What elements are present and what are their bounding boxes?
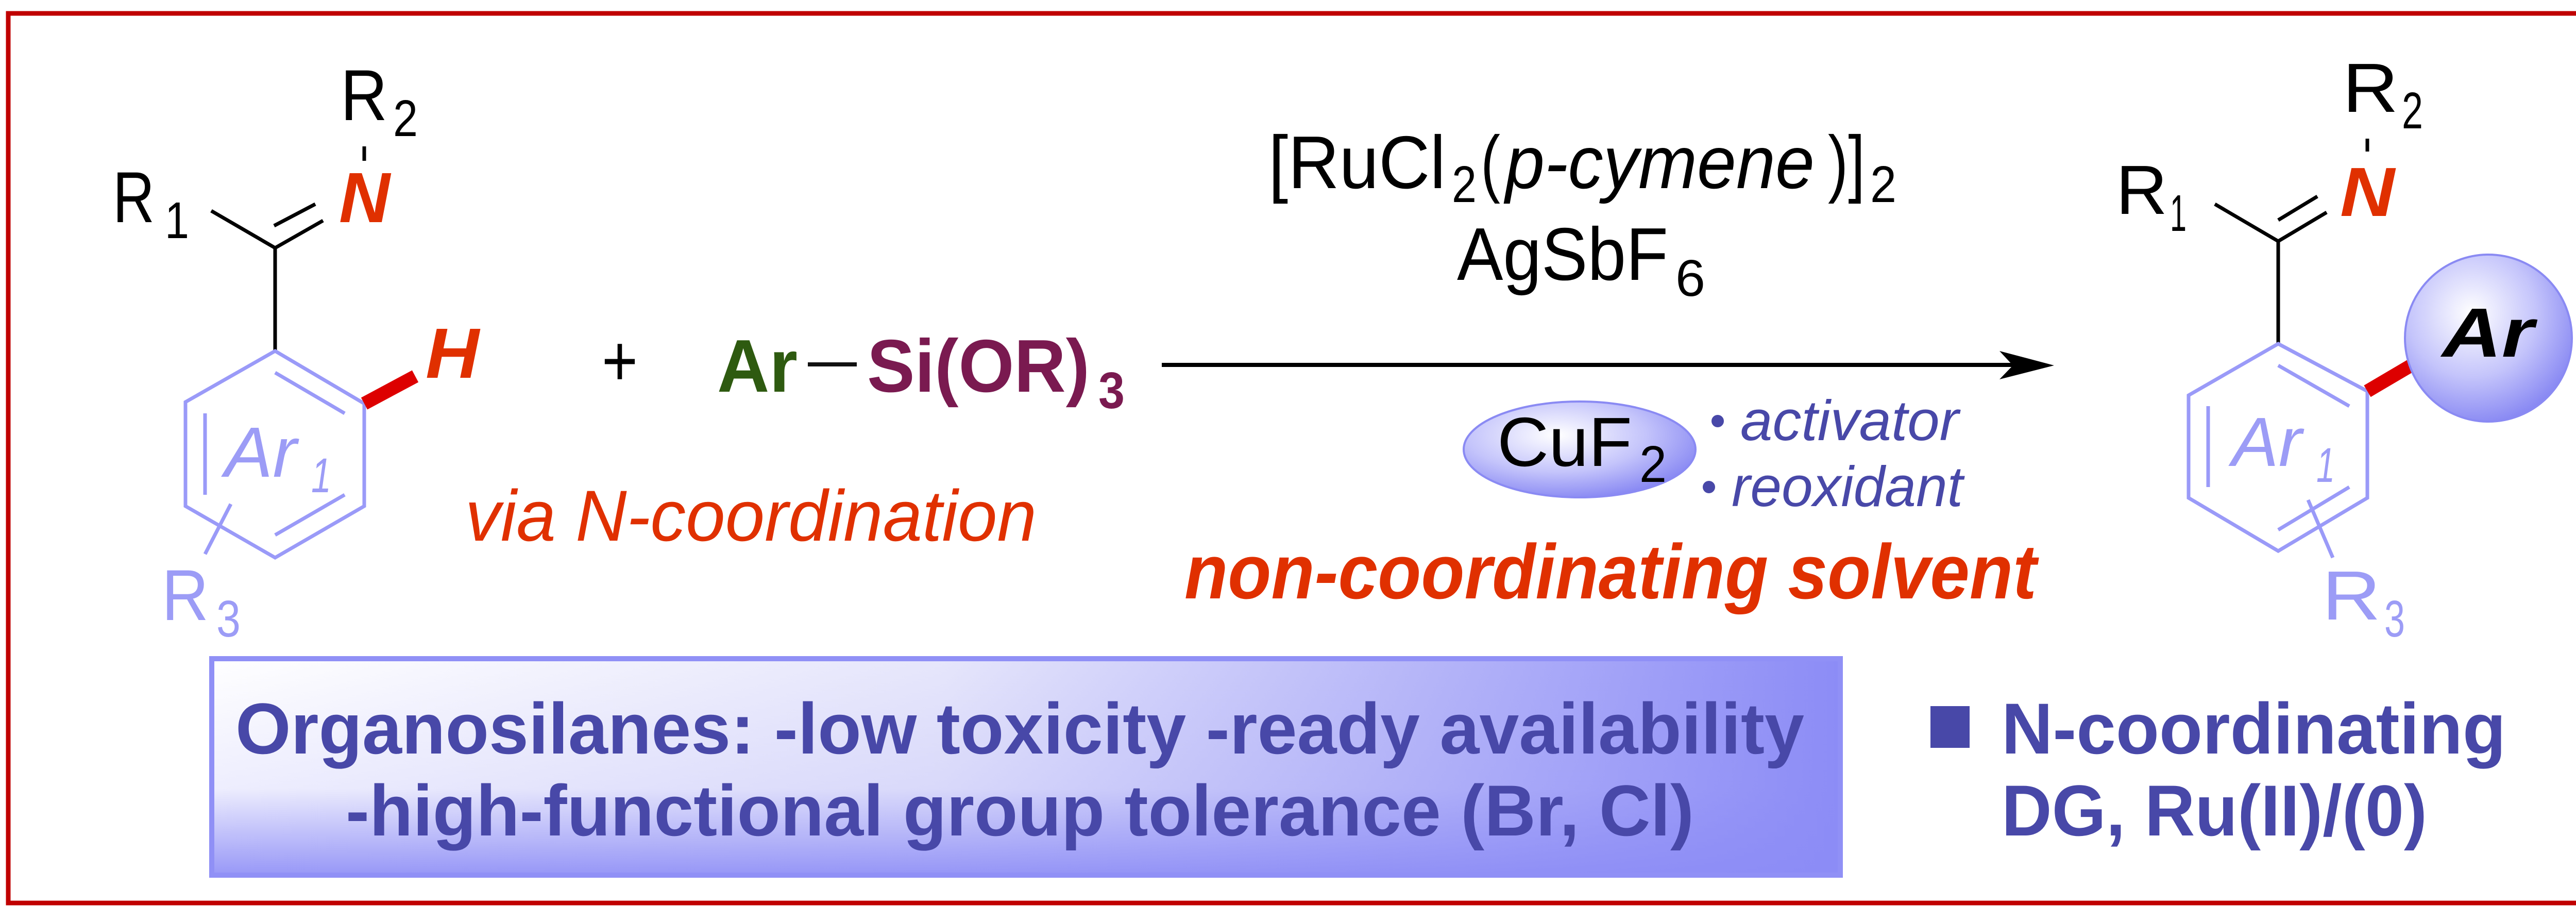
ring-label: Ar	[221, 413, 299, 492]
organosilane-benefits-box: Organosilanes: -low toxicity -ready avai…	[209, 656, 1843, 878]
role-activator: activator	[1740, 389, 1961, 453]
cuf2-label: CuF	[1497, 403, 1632, 481]
directing-group-line-1: N-coordinating	[2002, 688, 2506, 769]
product-imine: Ar R 1 R 2 N Ar 1 R 3	[2116, 49, 2573, 648]
r1-subscript: 1	[165, 192, 189, 249]
catalyst-paren: (	[1481, 121, 1500, 204]
ring-inner-bond	[274, 493, 346, 537]
additive-subscript: 6	[1675, 249, 1705, 307]
via-n-coordination-note: via N-coordination	[465, 475, 1037, 556]
ring-label: Ar	[2228, 403, 2304, 481]
r3-subscript: 3	[2384, 590, 2405, 648]
r2-label: R	[2343, 49, 2398, 127]
ring-inner-bond	[2277, 486, 2350, 531]
product-aryl-label: Ar	[2440, 294, 2537, 372]
catalyst-subscript: 2	[1452, 156, 1477, 213]
r1-subscript: 1	[2170, 185, 2187, 242]
cuf2-bubble	[1463, 400, 1697, 498]
catalyst-ligand: p-cymene	[1503, 121, 1815, 204]
benefits-line-1: Organosilanes: -low toxicity -ready avai…	[235, 688, 1804, 769]
frame-border	[6, 11, 2576, 906]
arylsilane: Ar Si(OR) 3	[717, 324, 1125, 420]
r3-bond	[203, 503, 233, 555]
aryl-ball	[2404, 254, 2573, 423]
catalyst-part: [RuCl	[1268, 121, 1446, 204]
r2-subscript: 2	[2402, 82, 2423, 140]
catalyst-subscript: 2	[1870, 156, 1896, 213]
catalyst-close: )]	[1828, 121, 1865, 204]
silicon-group-subscript: 3	[1098, 362, 1125, 420]
c-r1-bond	[210, 209, 276, 250]
directing-group-line-2: DG, Ru(II)/(0)	[2002, 770, 2427, 851]
new-c-c-bond	[2364, 358, 2417, 397]
ring-inner-bond	[2277, 363, 2350, 408]
bullet-icon	[1703, 481, 1715, 493]
r1-label: R	[113, 157, 155, 238]
benefits-box-shade	[209, 656, 1843, 878]
role-reoxidant: reoxidant	[1732, 455, 1965, 518]
r3-subscript: 3	[216, 590, 241, 648]
cuf2-subscript: 2	[1639, 436, 1667, 493]
benefits-line-2: -high-functional group tolerance (Br, Cl…	[346, 770, 1694, 851]
plus-sign: +	[602, 320, 638, 401]
reactant-imine: R 1 R 2 N H Ar 1 R 3	[113, 55, 481, 648]
r3-bond	[2306, 499, 2335, 559]
c-n-double-bond-inner	[273, 202, 316, 228]
c-n-double-bond	[274, 219, 324, 250]
r3-label: R	[162, 555, 209, 635]
ring-subscript: 1	[2316, 438, 2335, 493]
nitrogen-label: N	[2340, 153, 2396, 231]
ring-inner-bond	[274, 371, 346, 415]
solvent-note: non-coordinating solvent	[1184, 528, 2040, 615]
square-bullet-icon	[1930, 706, 1970, 748]
c-n-double-bond-inner	[2277, 195, 2318, 222]
directing-group-note: N-coordinating DG, Ru(II)/(0)	[1930, 688, 2506, 851]
bullet-icon	[1711, 415, 1724, 427]
silane-aryl-label: Ar	[717, 324, 798, 408]
c-r1-bond	[2214, 202, 2279, 243]
hydrogen-label: H	[426, 314, 481, 393]
nitrogen-label: N	[339, 158, 392, 238]
c-h-bond	[361, 370, 419, 410]
reaction-arrow	[1162, 351, 2054, 379]
r2-subscript: 2	[393, 90, 418, 147]
r3-label: R	[2322, 557, 2381, 634]
c-n-double-bond	[2277, 210, 2328, 243]
arrow-head	[1999, 351, 2054, 379]
ring-subscript: 1	[311, 448, 331, 503]
silicon-group-label: Si(OR)	[867, 324, 1090, 408]
reaction-conditions: [RuCl 2 ( p-cymene )] 2 AgSbF 6 CuF 2 ac…	[1184, 121, 2040, 615]
additive-label: AgSbF	[1457, 212, 1668, 296]
r1-label: R	[2116, 151, 2167, 229]
r2-label: R	[341, 55, 387, 136]
